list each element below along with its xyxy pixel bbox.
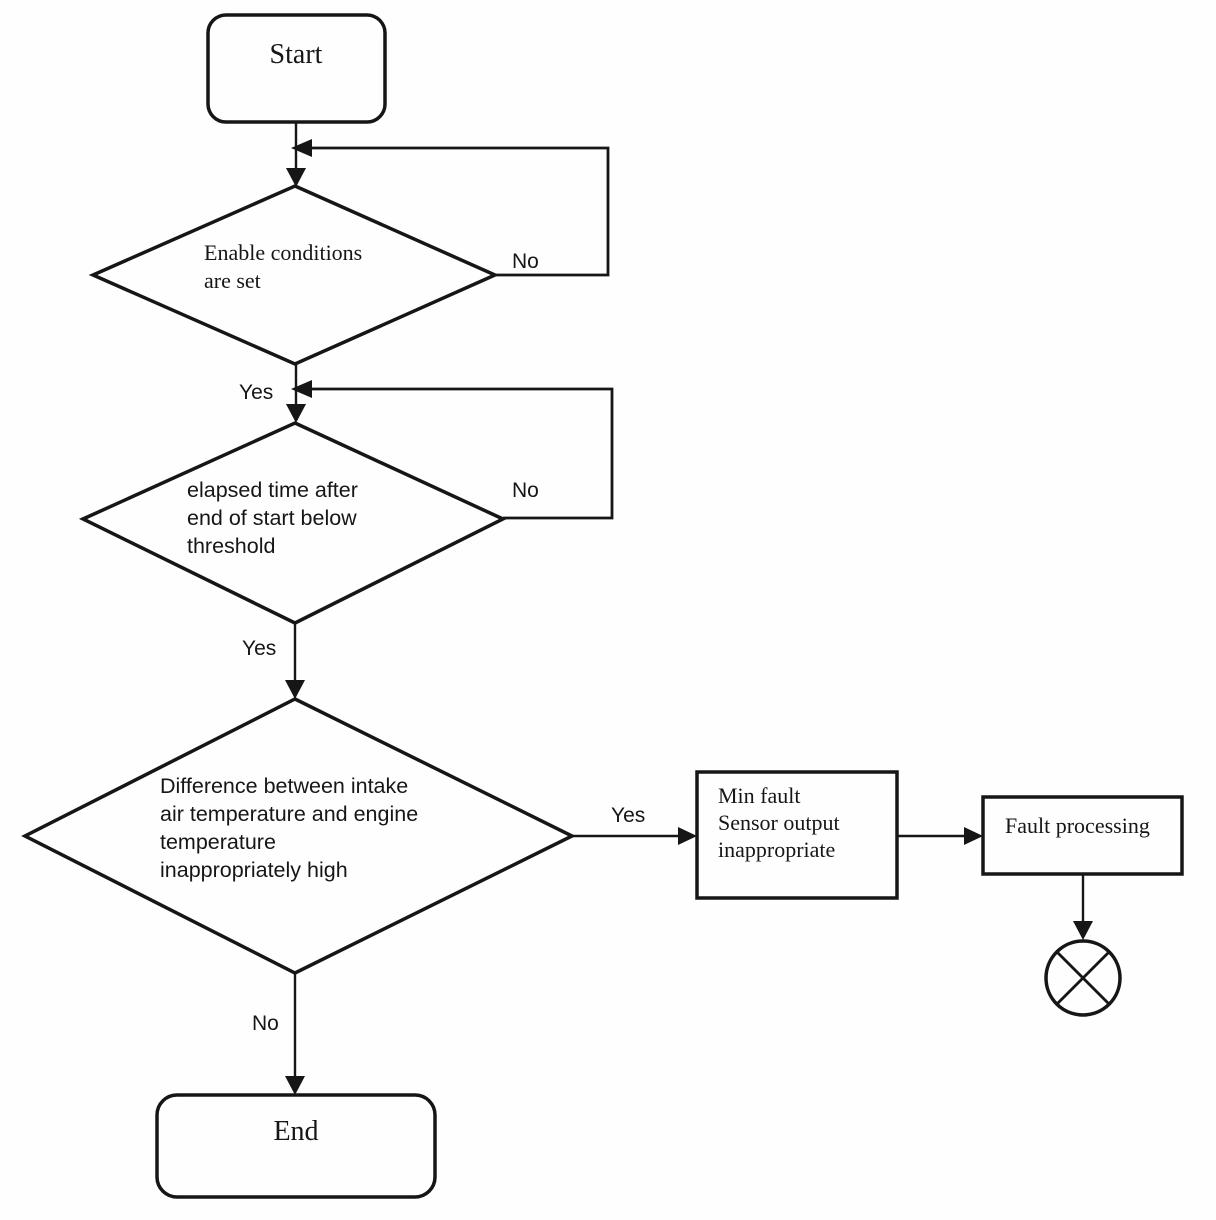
decision-difference-line-3: temperature [160,830,276,854]
decision-elapsed-line-1: elapsed time after [187,478,358,502]
label-elapsed-yes: Yes [242,637,276,660]
process-fault-processing: Fault processing [981,795,1184,876]
label-enable-yes: Yes [239,381,273,404]
decision-difference-line-2: air temperature and engine [160,802,418,826]
decision-difference-line-4: inappropriately high [160,858,348,882]
arrowhead-down-into-elapsed [286,404,306,423]
process-min-fault-line-3: inappropriate [718,837,835,862]
decision-enable-line-2: are set [204,268,261,293]
end-node-label: End [273,1116,318,1147]
arrowhead-left-elapsed-loop [291,380,312,398]
process-fault-processing-shape [981,795,1184,876]
decision-difference-line-1: Difference between intake [160,774,408,798]
arrowhead-down-into-connector [1073,921,1093,940]
end-node: End [155,1093,437,1199]
edge-elapsed-no-loop [303,387,614,520]
arrowhead-left-enable-loop [291,139,312,157]
process-fault-processing-label: Fault processing [1005,813,1150,838]
edge-enable-no-loop [303,146,610,277]
decision-elapsed-line-3: threshold [187,534,275,558]
process-min-fault-line-1: Min fault [718,783,801,808]
end-node-shape [155,1093,437,1199]
arrowhead-down-into-difference [285,680,305,699]
arrowhead-down-into-end [285,1076,305,1095]
decision-elapsed-line-2: end of start below [187,506,357,530]
start-node-label: Start [270,39,323,70]
decision-elapsed-shape [78,421,508,625]
arrowhead-down-into-enable [286,168,306,187]
label-enable-no: No [512,250,539,273]
decision-enable-shape [88,184,500,366]
decision-temperature-difference: Difference between intake air temperatur… [21,697,576,975]
label-difference-no: No [252,1012,279,1035]
connector-cross-line-2 [1056,951,1110,1005]
process-min-fault: Min fault Sensor output inappropriate [695,770,899,900]
label-difference-yes: Yes [611,804,645,827]
label-elapsed-no: No [512,479,539,502]
decision-difference-shape [21,697,576,975]
decision-elapsed-time: elapsed time after end of start below th… [78,421,508,625]
start-node-shape [206,13,387,124]
crossed-circle-connector [1044,939,1122,1017]
decision-enable-conditions: Enable conditions are set [88,184,500,366]
arrowhead-right-into-min-fault [678,827,697,845]
process-min-fault-shape [695,770,899,900]
arrowhead-right-into-fault-processing [964,827,983,845]
decision-enable-line-1: Enable conditions [204,240,362,265]
start-node: Start [206,13,387,124]
process-min-fault-line-2: Sensor output [718,810,840,835]
